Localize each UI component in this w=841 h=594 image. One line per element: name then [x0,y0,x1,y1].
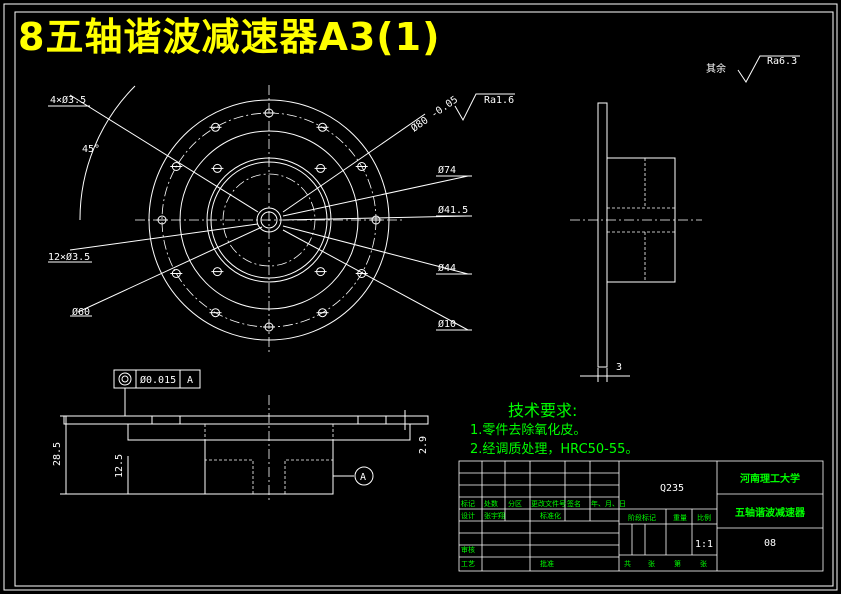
bolt-holes-12 [156,108,382,332]
dim-h28-5: 28.5 [52,442,63,466]
dim-thickness-3: 3 [616,362,622,373]
tb-row1-1: 处数 [484,499,498,508]
tb-row2-3: 标准化 [540,511,561,520]
tb-row1-4: 签名 [567,499,581,508]
dim-angle-45: 45° [82,144,100,155]
roughness-ra16-value: Ra1.6 [484,95,514,106]
tb-sheet-2: 第 [674,559,681,568]
tb-row2-1: 张宇翔 [484,511,505,520]
roughness-symbol-other: 其余 Ra6.3 [706,55,800,83]
tb-row1-3: 更改文件号 [531,499,566,508]
title-block: Q235 河南理工大学 五轴谐波减速器 08 1:1 标记 处数 分区 更改文件… [458,460,824,572]
tolerance-value: Ø0.015 [140,374,176,386]
tb-row1-0: 标记 [461,499,475,508]
tb-sheet-0: 共 [624,559,631,568]
tb-row1-5: 年、月、日 [591,499,626,508]
drawing-frame [3,3,838,591]
dim-d44: Ø44 [438,262,456,274]
drawing-title: 8五轴谐波减速器A3(1) [18,15,441,59]
outer-circle [148,99,390,341]
dim-d10: Ø10 [438,318,456,330]
tech-line-1: 1.零件去除氧化皮。 [470,423,586,438]
tb-row2-0: 设计 [461,511,475,520]
tb-weight: 重量 [673,514,687,522]
tech-line-2: 2.经调质处理，HRC50-55。 [470,442,638,457]
tb-scale: 比例 [697,513,711,522]
dim-d41-5: Ø41.5 [438,204,468,216]
tolerance-datum: A [187,375,193,386]
dim-d80: Ø80 -0.05 [409,94,460,135]
drawing-code: 08 [764,538,776,549]
tb-review: 审核 [461,545,475,554]
tb-process: 工艺 [461,560,475,568]
tb-row1-2: 分区 [508,499,522,508]
part-name: 五轴谐波减速器 [735,506,806,519]
front-view: 4×Ø3.5 45° 12×Ø3.5 Ø60 Ø80 -0.05 Ø74 Ø41… [48,85,515,355]
school-name: 河南理工大学 [740,472,800,485]
tb-sheet-1: 张 [648,559,655,568]
scale-value: 1:1 [695,539,713,550]
roughness-other-value: Ra6.3 [767,56,797,67]
roughness-symbol-ra16: Ra1.6 [454,93,515,122]
roughness-other-label: 其余 [706,62,726,75]
dim-4-holes: 4×Ø3.5 [50,94,86,106]
tb-stage: 阶段标记 [628,513,656,522]
tolerance-frame: Ø0.015 A [113,369,201,416]
tb-approve: 批准 [540,559,554,568]
tech-heading: 技术要求: [508,401,577,420]
datum-label: A [360,472,366,483]
dim-h12-5: 12.5 [114,454,125,478]
side-view: 3 [570,102,702,382]
dim-d60: Ø60 [72,306,90,318]
bolt-holes-4 [211,163,327,277]
tb-sheet-3: 张 [700,559,707,568]
dim-h2-9: 2.9 [418,436,429,454]
datum-marker [354,466,374,486]
material: Q235 [660,483,684,494]
dim-12-holes: 12×Ø3.5 [48,251,90,263]
dim-d74: Ø74 [438,164,456,176]
section-view: Ø0.015 A 28.5 12.5 2.9 A [52,369,429,500]
technical-requirements: 技术要求: 1.零件去除氧化皮。 2.经调质处理，HRC50-55。 [470,401,638,457]
